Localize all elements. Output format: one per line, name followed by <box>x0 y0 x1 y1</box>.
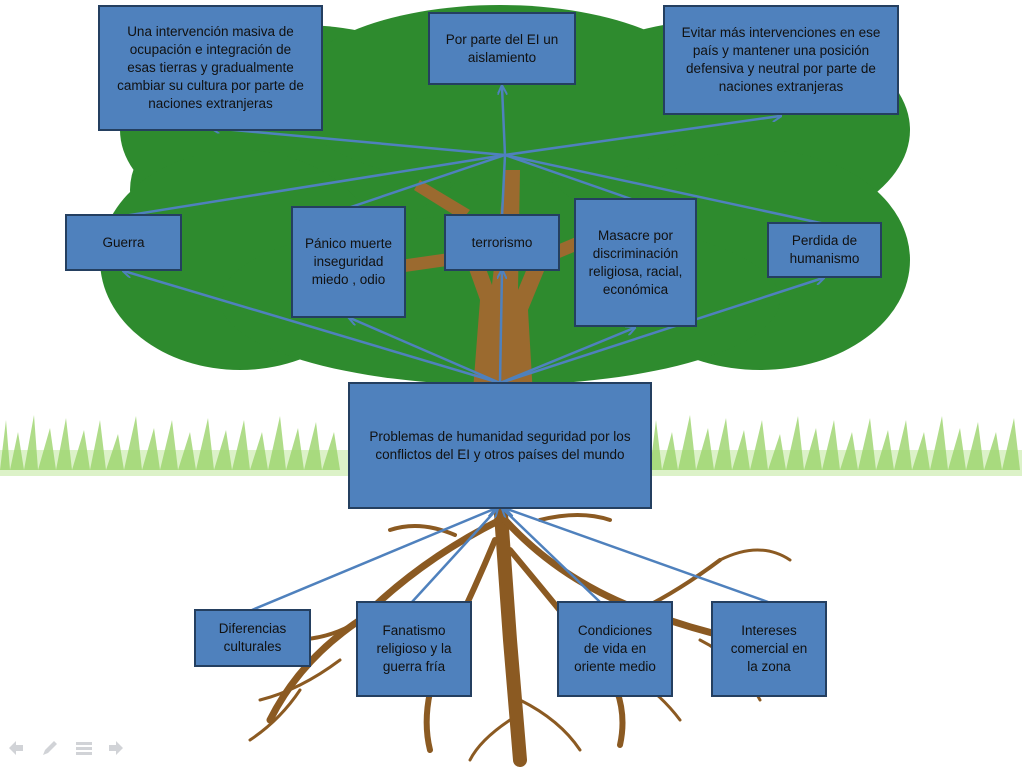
consequence-box-panic: Pánico muerte inseguridad miedo , odio <box>291 206 406 318</box>
consequence-box-terrorism: terrorismo <box>444 214 560 271</box>
forward-icon[interactable] <box>106 738 126 758</box>
consequence-box-humanism-loss: Perdida de humanismo <box>767 222 882 278</box>
cause-box-commercial-interests: Intereses comercial en la zona <box>711 601 827 697</box>
central-problem-box: Problemas de humanidad seguridad por los… <box>348 382 652 509</box>
consequence-box-war: Guerra <box>65 214 182 271</box>
back-icon[interactable] <box>6 738 26 758</box>
effect-box-occupation: Una intervención masiva de ocupación e i… <box>98 5 323 131</box>
effect-box-isolation: Por parte del EI un aislamiento <box>428 12 576 85</box>
menu-icon[interactable] <box>74 738 94 758</box>
cause-box-cultural-differences: Diferencias culturales <box>194 609 311 667</box>
cause-box-living-conditions: Condiciones de vida en oriente medio <box>557 601 673 697</box>
effect-box-neutrality: Evitar más intervenciones en ese país y … <box>663 5 899 115</box>
consequence-box-massacre: Masacre por discriminación religiosa, ra… <box>574 198 697 327</box>
cause-box-fanaticism: Fanatismo religioso y la guerra fría <box>356 601 472 697</box>
pen-icon[interactable] <box>40 738 60 758</box>
connector-arrows <box>124 87 825 612</box>
